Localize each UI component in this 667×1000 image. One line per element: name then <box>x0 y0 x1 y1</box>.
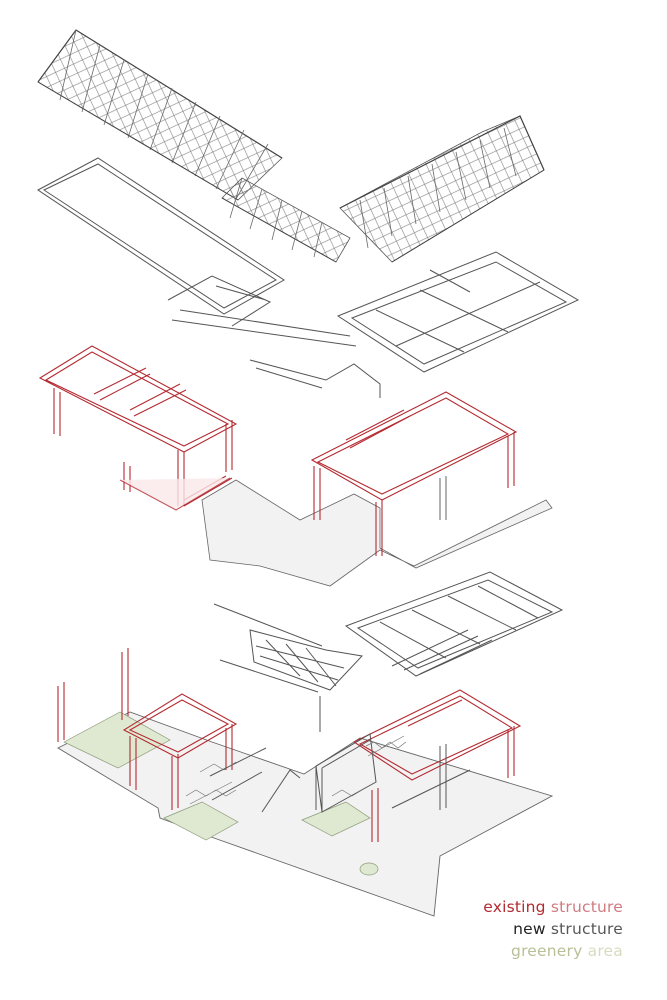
greenery-patch-right <box>301 801 371 837</box>
existing-frame-left <box>38 345 238 511</box>
right-roof-frame <box>336 251 580 373</box>
first-floor-layer <box>38 345 553 587</box>
new-column <box>439 476 447 520</box>
greenery-circle <box>359 862 379 876</box>
joist-line-left <box>213 603 323 693</box>
first-floor-slab <box>201 479 553 587</box>
greenery-patch-left <box>63 711 171 769</box>
left-roof-truss <box>37 29 283 201</box>
stair-left <box>185 761 237 805</box>
ground-existing-frames <box>57 648 522 842</box>
legend-existing-structure: existing structure <box>483 896 623 918</box>
legend-new-word: new <box>513 920 546 938</box>
joist-frame-right <box>344 571 564 677</box>
legend-new-structure: new structure <box>483 918 623 940</box>
legend-existing-word: existing <box>483 898 546 916</box>
right-roof-grid <box>375 269 541 353</box>
right-roof-truss <box>339 115 545 263</box>
legend-area-word: area <box>587 942 623 960</box>
roof-trusses-layer <box>37 29 545 263</box>
roof-joist-frame <box>167 275 357 347</box>
roof-frames-layer <box>37 157 580 398</box>
ground-new-frame <box>209 733 471 813</box>
existing-frame-right <box>310 391 518 556</box>
joist-ribs-right <box>379 585 539 675</box>
floor-joist-layer <box>213 571 564 732</box>
legend-new-structure-word: structure <box>550 920 623 938</box>
legend-existing-structure-word: structure <box>550 898 623 916</box>
roof-step-outline <box>249 359 381 398</box>
joist-grid <box>249 629 364 691</box>
legend: existing structure new structure greener… <box>483 896 623 962</box>
staircases <box>185 735 407 805</box>
legend-greenery-word: greenery <box>511 942 583 960</box>
ground-floor-layer <box>57 648 554 917</box>
left-roof-frame <box>37 157 285 315</box>
ground-slab <box>57 711 554 917</box>
stair-right <box>331 735 407 797</box>
middle-roof-truss <box>221 177 351 263</box>
greenery-patch-center <box>163 801 239 841</box>
legend-greenery-area: greenery area <box>483 940 623 962</box>
